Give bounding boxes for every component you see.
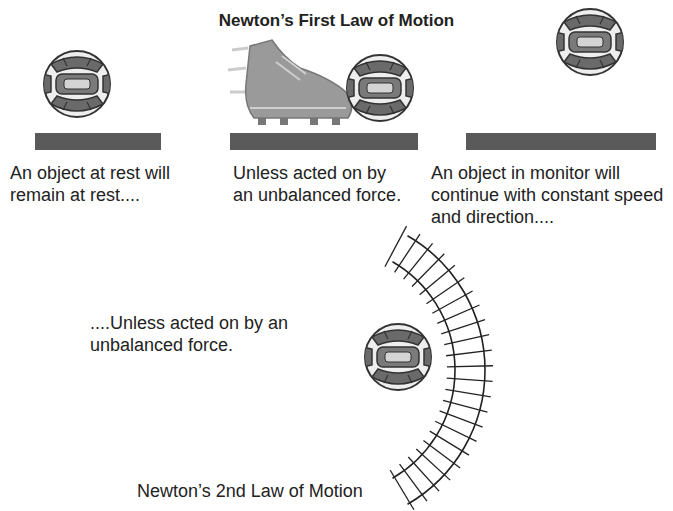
ground-platform: [466, 133, 656, 150]
net-mesh: [408, 457, 439, 491]
net-mesh: [445, 389, 490, 397]
net-mesh: [446, 350, 492, 356]
net-mesh: [385, 226, 407, 267]
title: Newton’s First Law of Motion: [0, 10, 673, 32]
statement-text: An object at rest will remain at rest...…: [10, 162, 210, 206]
net-mesh: [447, 378, 493, 381]
net-mesh: [440, 411, 483, 427]
caption: Newton’s 2nd Law of Motion: [137, 480, 467, 502]
net-mesh: [420, 265, 455, 295]
net-mesh: [412, 254, 444, 287]
soccer-ball: [42, 51, 112, 117]
net-mesh: [400, 464, 427, 501]
ground-platform: [230, 133, 418, 150]
statement-text: ....Unless acted on by an unbalanced for…: [90, 312, 315, 356]
kicking-shoe: [228, 40, 352, 125]
net-mesh: [416, 449, 450, 480]
net-mesh: [423, 440, 460, 468]
net-mesh: [443, 400, 487, 412]
net-mesh: [430, 431, 469, 455]
net-mesh: [447, 366, 493, 367]
net-mesh: [404, 243, 433, 279]
soccer-ball: [363, 324, 433, 390]
statement-text: Unless acted on by an unbalanced force.: [233, 162, 408, 206]
net-mesh: [395, 234, 420, 272]
net-mesh: [426, 278, 464, 304]
ground-platform: [35, 133, 161, 150]
net-mesh: [441, 320, 485, 334]
statement-text: An object in monitor will continue with …: [431, 162, 666, 228]
net-mesh: [444, 335, 489, 345]
soccer-ball: [555, 9, 625, 75]
net-mesh: [390, 470, 414, 509]
net-mesh: [437, 305, 479, 323]
soccer-ball: [345, 55, 415, 121]
